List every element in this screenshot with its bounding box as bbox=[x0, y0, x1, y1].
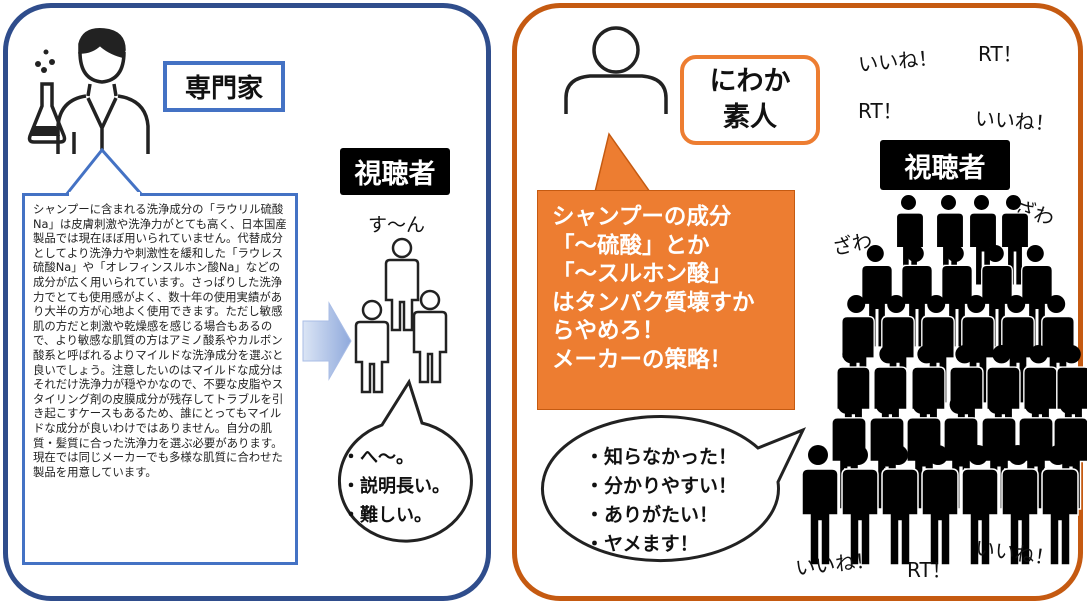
reaction-retweet: RT！ bbox=[978, 42, 1023, 66]
claim-line: メーカーの策略！ bbox=[552, 346, 733, 373]
reaction-line: ・ありがたい！ bbox=[585, 504, 719, 526]
expert-label: 専門家 bbox=[163, 61, 285, 112]
crowd-person-icon bbox=[961, 445, 999, 566]
callout-tail-mask bbox=[69, 192, 140, 200]
reaction-retweet: RT！ bbox=[907, 558, 952, 582]
scientist-icon bbox=[27, 28, 150, 154]
crowd-person-icon bbox=[881, 445, 919, 566]
amateur-panel bbox=[512, 3, 1083, 601]
reaction-line: ・説明長い。 bbox=[342, 476, 450, 497]
viewers-label-right: 視聴者 bbox=[880, 140, 1010, 190]
crowd-person-icon bbox=[1001, 445, 1039, 566]
reaction-sound: す〜ん bbox=[368, 214, 426, 236]
amateur-label-line: 素人 bbox=[723, 102, 777, 133]
crowd-speech-bubble bbox=[541, 415, 807, 563]
viewers-label-left: 視聴者 bbox=[340, 148, 450, 195]
expert-explanation-text: シャンプーに含まれる洗浄成分の「ラウリル硫酸Na」は皮膚刺激や洗浄力がとても高く… bbox=[22, 193, 298, 565]
amateur-label: にわか 素人 bbox=[680, 55, 820, 145]
viewer-outlines-icon bbox=[354, 237, 448, 394]
claim-line: シャンプーの成分 bbox=[552, 204, 732, 230]
amateur-person-icon bbox=[564, 26, 668, 114]
crowd-person-icon bbox=[801, 445, 839, 566]
claim-line: らやめろ！ bbox=[552, 318, 665, 344]
reaction-line: ・難しい。 bbox=[342, 505, 432, 526]
crowd-person-icon bbox=[921, 445, 959, 566]
right-arrow-icon bbox=[302, 301, 352, 381]
crowd-person-icon bbox=[1041, 445, 1079, 566]
reaction-line: ・分かりやすい！ bbox=[585, 475, 738, 497]
expert-panel bbox=[3, 3, 491, 601]
claim-line: はタンパク質壊すか bbox=[552, 289, 755, 316]
claim-line: 「〜硫酸」とか bbox=[552, 232, 710, 259]
crowd-person-icon bbox=[841, 445, 879, 566]
amateur-claim-callout: シャンプーの成分 「〜硫酸」とか 「〜スルホン酸」 はタンパク質壊すか らやめろ… bbox=[537, 190, 795, 410]
amateur-label-line: にわか bbox=[709, 66, 791, 97]
claim-line: 「〜スルホン酸」 bbox=[552, 261, 733, 287]
reaction-line: ・知らなかった！ bbox=[585, 446, 738, 468]
reaction-line: ・ヤメます！ bbox=[585, 533, 699, 555]
viewer-speech-bubble bbox=[337, 378, 473, 543]
reaction-line: ・へ〜。 bbox=[342, 447, 414, 468]
reaction-retweet: RT！ bbox=[858, 99, 903, 123]
